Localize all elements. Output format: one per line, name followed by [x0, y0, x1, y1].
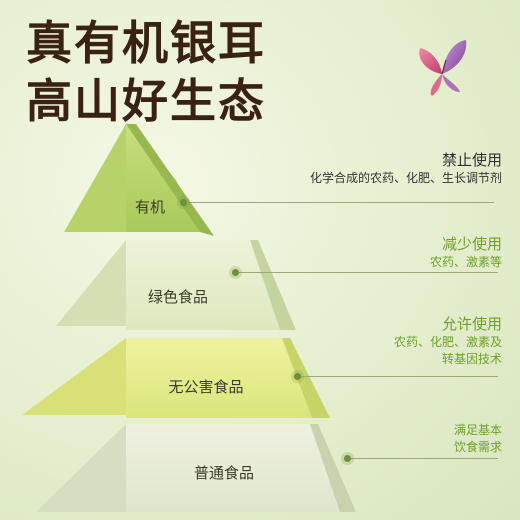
tier-1-shape	[64, 124, 214, 236]
connector-dot-3	[294, 373, 301, 380]
note-allowed-line-2: 转基因技术	[441, 352, 502, 366]
note-allowed: 允许使用 农药、化肥、激素及 转基因技术	[394, 314, 502, 368]
note-basic-line-1: 饮食需求	[453, 440, 502, 454]
note-prohibited-line-1: 化学合成的农药、化肥、生长调节剂	[309, 171, 502, 185]
note-prohibited-title: 禁止使用	[441, 151, 502, 169]
connector-dot-1	[180, 199, 187, 206]
note-reduced-line-1: 农药、激素等	[429, 255, 502, 269]
butterfly-icon	[419, 40, 467, 96]
connector-line-2	[236, 272, 498, 273]
tier-2-shape	[56, 240, 296, 330]
tier-label-organic: 有机	[134, 198, 166, 216]
connector-dot-4	[344, 455, 351, 462]
note-basic-title: 满足基本	[453, 423, 502, 437]
tier-3-shape	[22, 338, 330, 418]
connector-line-1	[184, 202, 494, 203]
note-allowed-line-1: 农药、化肥、激素及	[393, 335, 502, 349]
connector-line-4	[348, 458, 498, 459]
headline-line-2: 高山好生态	[26, 74, 266, 128]
note-reduced-title: 减少使用	[441, 235, 502, 253]
note-prohibited: 禁止使用 化学合成的农药、化肥、生长调节剂	[310, 150, 502, 187]
note-basic: 满足基本 饮食需求	[454, 422, 502, 456]
tier-label-ordinary-food: 普通食品	[193, 464, 255, 482]
connector-dot-2	[232, 269, 239, 276]
connector-line-3	[298, 376, 498, 377]
tier-4-shape	[36, 424, 356, 512]
note-reduced: 减少使用 农药、激素等	[430, 234, 502, 271]
headline-line-1: 真有机银耳	[26, 16, 266, 70]
tier-label-pollution-free: 无公害食品	[168, 378, 244, 396]
tier-label-green-food: 绿色食品	[147, 288, 209, 306]
note-allowed-title: 允许使用	[441, 315, 502, 333]
